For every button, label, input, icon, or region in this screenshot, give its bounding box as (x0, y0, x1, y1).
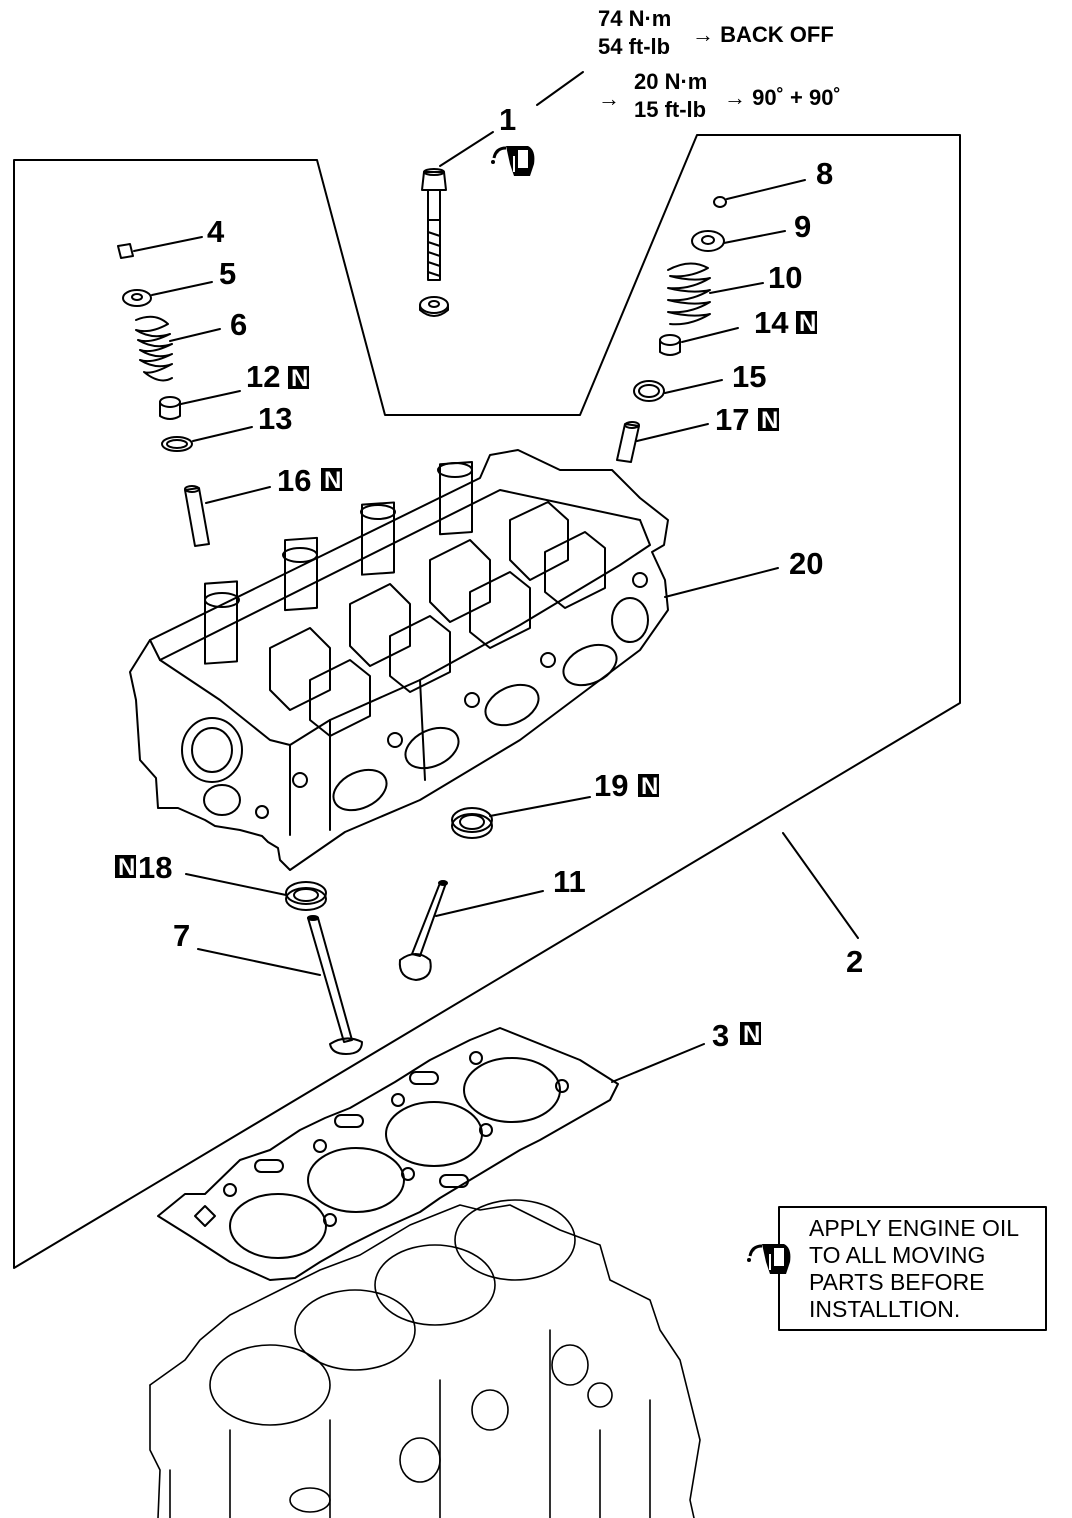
svg-text:N: N (118, 854, 135, 881)
exhaust-valve (307, 915, 363, 1055)
valve-spring-left (135, 315, 173, 382)
cylinder-head-bolt (421, 168, 447, 281)
new-part-mark: N (288, 365, 309, 392)
new-part-mark: N (638, 773, 659, 800)
callout-labels: 1 2 3 4 5 6 7 8 9 10 11 12 13 14 15 16 1… (138, 102, 863, 1053)
callout-8: 8 (816, 156, 833, 191)
leader-3 (611, 1043, 705, 1083)
leader-7 (197, 948, 321, 976)
torque-line-1: 74 N·m (598, 6, 671, 31)
callout-15: 15 (732, 359, 766, 394)
torque-line-4: 15 ft-lb (634, 97, 706, 122)
leader-13 (192, 426, 253, 442)
oil-can-icon (747, 1244, 791, 1274)
spring-retainer-right (691, 230, 725, 252)
leader-4 (133, 236, 203, 252)
callout-19: 19 (594, 768, 628, 803)
new-part-mark: N (115, 854, 136, 881)
callout-20: 20 (789, 546, 823, 581)
leader-19 (489, 796, 591, 817)
callout-5: 5 (219, 256, 236, 291)
head-gasket (157, 1027, 619, 1281)
callout-1: 1 (499, 102, 516, 137)
new-part-mark: N (758, 407, 779, 434)
callout-11: 11 (553, 864, 586, 899)
torque-back-off: → BACK OFF (692, 22, 834, 47)
callout-13: 13 (258, 401, 292, 436)
svg-text:N: N (324, 467, 341, 494)
callout-18: 18 (138, 850, 172, 885)
new-part-mark: N (740, 1021, 761, 1048)
torque-line-3: 20 N·m (634, 69, 707, 94)
leader-12 (180, 390, 241, 405)
note-line-4: INSTALLTION. (809, 1296, 960, 1322)
note-line-1: APPLY ENGINE OIL (809, 1215, 1019, 1241)
bolt-washer (419, 296, 449, 317)
svg-text:N: N (291, 365, 308, 392)
callout-2: 2 (846, 944, 863, 979)
svg-text:N: N (799, 310, 816, 337)
leader-1 (439, 131, 494, 167)
leader-11 (435, 890, 544, 917)
torque-spec: 74 N·m 54 ft-lb → BACK OFF → 20 N·m 15 f… (598, 6, 841, 122)
leader-9 (723, 230, 786, 244)
leader-16 (205, 486, 271, 504)
valve-spring-right (667, 262, 711, 326)
torque-line-2: 54 ft-lb (598, 34, 670, 59)
spring-seat-left (161, 436, 193, 452)
note-line-3: PARTS BEFORE (809, 1269, 985, 1295)
intake-valve (398, 880, 448, 981)
leader-8 (726, 179, 806, 200)
callout-7: 7 (173, 918, 190, 953)
callout-10: 10 (768, 260, 802, 295)
leader-10 (709, 282, 764, 294)
note-line-2: TO ALL MOVING (809, 1242, 985, 1268)
valve-guide-right (616, 421, 640, 463)
valve-guide-left (184, 485, 210, 547)
note-text: APPLY ENGINE OIL TO ALL MOVING PARTS BEF… (809, 1215, 1019, 1322)
valve-cotter-left (117, 243, 134, 259)
callout-17: 17 (715, 402, 749, 437)
svg-text:N: N (761, 407, 778, 434)
valve-stem-seal-right (659, 334, 681, 356)
leader-18 (185, 873, 287, 896)
new-part-mark: N (796, 310, 817, 337)
leader-2 (782, 832, 859, 939)
leader-14 (681, 327, 739, 343)
callout-14: 14 (754, 305, 789, 340)
leader-15 (664, 379, 723, 394)
new-part-mark: N (321, 467, 342, 494)
svg-text:N: N (641, 773, 658, 800)
leader-5 (151, 281, 213, 296)
cylinder-head (129, 449, 669, 871)
callout-6: 6 (230, 307, 247, 342)
callout-3: 3 (712, 1018, 729, 1053)
callout-4: 4 (207, 214, 225, 249)
leader-17 (636, 423, 709, 442)
callout-12: 12 (246, 359, 280, 394)
cylinder-block (149, 1199, 701, 1518)
leader-20 (664, 567, 779, 598)
seal-18 (285, 881, 327, 911)
svg-text:N: N (743, 1021, 760, 1048)
callout-9: 9 (794, 209, 811, 244)
spring-seat-right (633, 380, 665, 402)
leader-torque (536, 71, 584, 106)
torque-angle: → 90˚ + 90˚ (724, 85, 841, 110)
callout-16: 16 (277, 463, 311, 498)
spring-retainer-left (122, 289, 152, 307)
valve-stem-seal-left (159, 396, 181, 420)
oil-can-icon (491, 146, 535, 176)
assembly-outline (13, 134, 961, 1269)
torque-arrow: → (598, 86, 620, 111)
seal-19 (451, 807, 493, 839)
leader-6 (169, 328, 221, 342)
valve-cotter-right (713, 196, 727, 208)
